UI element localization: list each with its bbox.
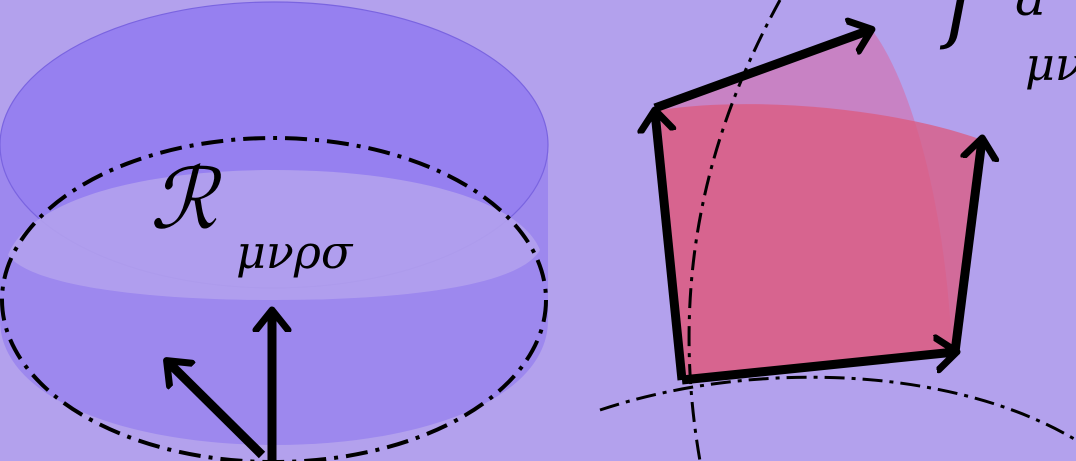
cylinder-figure: ℛ μνρσ [0, 1, 549, 461]
diagonal-vector [168, 362, 266, 459]
cylinder-inner-face [8, 170, 540, 300]
patch-edge-top [653, 30, 870, 113]
field-symbol: f [939, 0, 989, 52]
boundary-loop [0, 136, 548, 461]
patch-edge-right [950, 140, 982, 353]
field-subscript: μν [1025, 37, 1076, 91]
patch-area [660, 104, 982, 381]
field-superscript: a [1015, 0, 1046, 28]
dashdot-curve-horizontal [599, 375, 1076, 442]
patch-edge-left [655, 112, 687, 381]
patch-figure: f a μν [599, 0, 1076, 461]
patch-edge-bottom [681, 352, 955, 385]
curvature-symbol: ℛ [150, 150, 222, 248]
curvature-indices: μνρσ [236, 225, 354, 279]
